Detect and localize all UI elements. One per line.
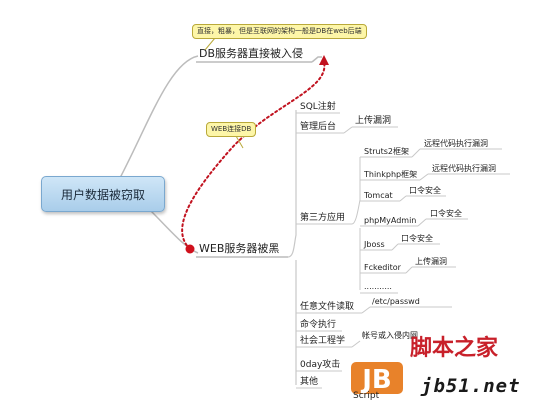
node-app-fckeditor[interactable]: Fckeditor [364,263,401,272]
db-branch-node[interactable]: DB服务器直接被入侵 [199,47,304,60]
node-file-read-passwd[interactable]: /etc/passwd [372,297,420,306]
node-other[interactable]: 其他 [300,377,319,387]
web-callout-pointer [235,135,244,149]
jb51-logo-icon: JB [347,360,405,404]
node-app-tomcat-issue[interactable]: 口令安全 [409,186,441,195]
node-app-jboss[interactable]: Jboss [364,240,385,249]
admin-child-line [343,126,353,134]
relationship-start-dot [185,244,195,254]
web-branch-node[interactable]: WEB服务器被黑 [199,242,280,255]
node-app-more[interactable]: ........... [364,282,392,291]
node-social-child[interactable]: 帐号或入侵内网 [362,331,418,340]
jb-logo-letters: JB [360,365,392,395]
node-app-jboss-issue[interactable]: 口令安全 [401,234,433,243]
web-callout-note[interactable]: WEB连接DB [206,122,257,137]
node-app-struts2-issue[interactable]: 远程代码执行漏洞 [424,139,488,148]
node-admin-upload-vuln[interactable]: 上传漏洞 [355,116,392,126]
node-command-exec[interactable]: 命令执行 [300,320,337,330]
db-callout-pointer [204,37,216,51]
node-app-struts2[interactable]: Struts2框架 [364,147,409,156]
connector-root-web [149,209,199,254]
node-app-fckeditor-issue[interactable]: 上传漏洞 [415,257,447,266]
node-admin-backend[interactable]: 管理后台 [300,122,337,132]
third-party-trunk [351,157,361,290]
node-app-tomcat[interactable]: Tomcat [364,191,393,200]
app-connectors [360,148,510,294]
relationship-arrow [181,61,326,250]
watermark-site-name: 脚本之家 [410,335,499,361]
node-app-phpmyadmin[interactable]: phpMyAdmin [364,216,417,225]
db-node-tab [311,56,322,63]
node-zero-day[interactable]: 0day攻击 [300,360,341,370]
node-arbitrary-file-read[interactable]: 任意文件读取 [300,302,355,312]
node-third-party[interactable]: 第三方应用 [300,213,346,223]
node-social-engineering[interactable]: 社会工程学 [300,336,346,346]
connector-root-db [119,55,199,179]
web-trunk [287,110,297,385]
social-child-line [351,340,361,348]
node-app-thinkphp[interactable]: Thinkphp框架 [364,170,418,179]
node-app-thinkphp-issue[interactable]: 远程代码执行漏洞 [432,164,496,173]
root-node[interactable]: 用户数据被窃取 [41,176,165,212]
node-sql-injection[interactable]: SQL注射 [300,102,336,112]
jb-logo-script-text: Script [353,391,380,401]
watermark-url: jb51.net [421,375,521,397]
arrow-head-icon [319,55,329,65]
file-read-child-line [361,306,371,314]
db-callout-note[interactable]: 直接，粗暴，但是互联网的架构一般是DB在web后端 [192,24,367,39]
node-app-phpmyadmin-issue[interactable]: 口令安全 [430,209,462,218]
